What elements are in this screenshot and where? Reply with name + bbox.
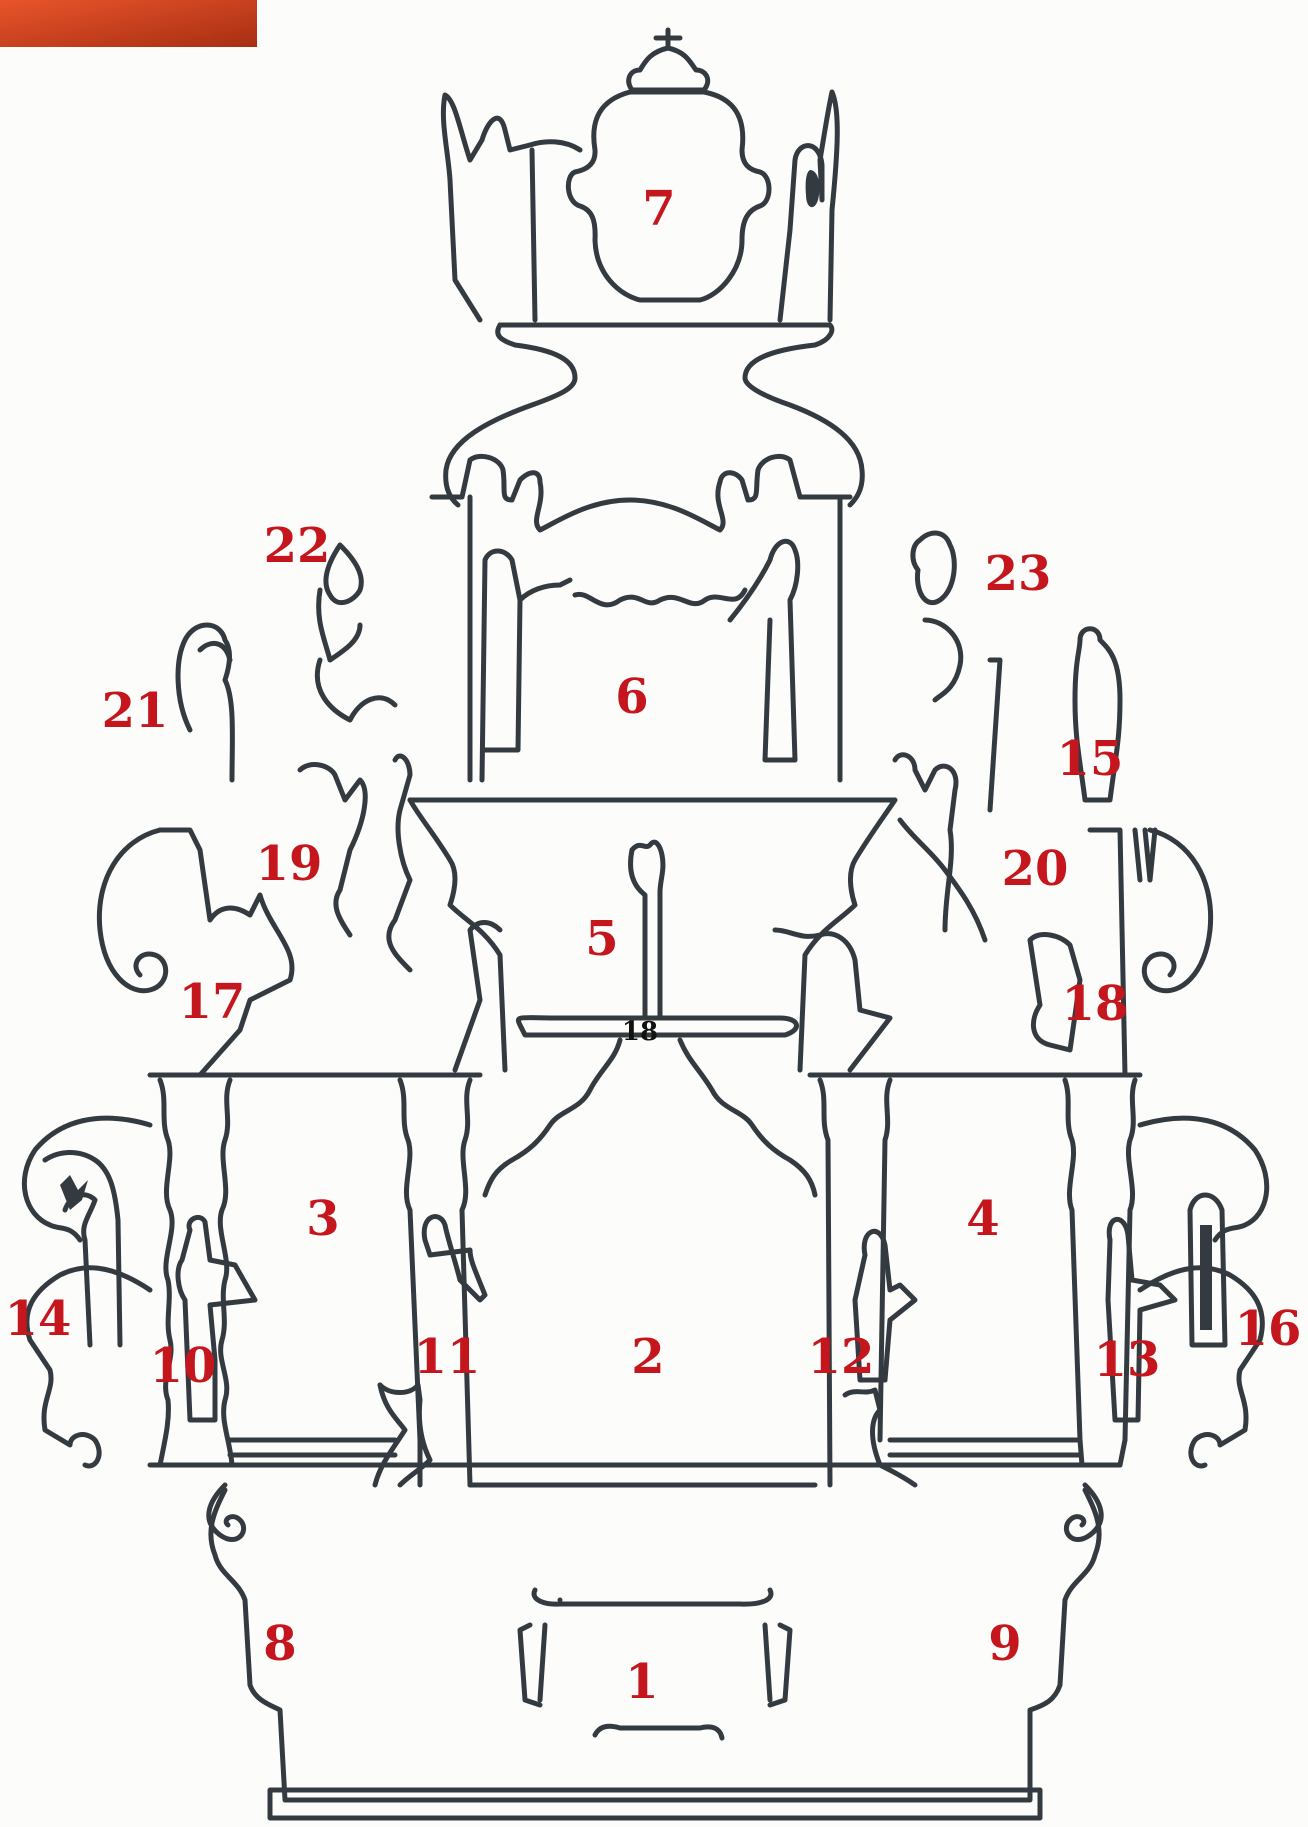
label-18: 18 <box>1062 976 1129 1032</box>
right-columns <box>810 1075 1175 1485</box>
label-10: 10 <box>150 1338 217 1394</box>
label-21: 21 <box>102 683 169 739</box>
label-2: 2 <box>631 1329 664 1385</box>
label-17: 17 <box>179 974 246 1030</box>
label-18-center: 18 <box>622 1017 658 1047</box>
label-6: 6 <box>615 669 648 725</box>
left-columns <box>150 1075 485 1485</box>
altarpiece-drawing <box>24 30 1266 1818</box>
label-4: 4 <box>966 1191 999 1247</box>
label-13: 13 <box>1094 1332 1161 1388</box>
label-15: 15 <box>1057 731 1124 787</box>
label-7: 7 <box>642 181 675 237</box>
label-11: 11 <box>414 1329 481 1385</box>
label-19: 19 <box>256 836 323 892</box>
label-22: 22 <box>264 518 331 574</box>
label-20: 20 <box>1002 841 1069 897</box>
label-14: 14 <box>5 1291 72 1347</box>
label-16: 16 <box>1235 1301 1302 1357</box>
label-3: 3 <box>306 1191 339 1247</box>
label-12: 12 <box>808 1329 875 1385</box>
label-1: 1 <box>625 1654 658 1710</box>
crown-section <box>443 30 862 505</box>
number-labels: 1 2 3 4 5 6 7 8 9 10 11 12 13 14 15 16 1… <box>5 181 1302 1710</box>
corner-decoration <box>0 0 257 47</box>
side-figures <box>99 533 1210 1075</box>
label-8: 8 <box>263 1616 296 1672</box>
main-arch <box>470 1040 815 1485</box>
upper-tier <box>432 456 850 780</box>
label-5: 5 <box>585 911 618 967</box>
label-23: 23 <box>985 546 1052 602</box>
label-9: 9 <box>988 1616 1021 1672</box>
